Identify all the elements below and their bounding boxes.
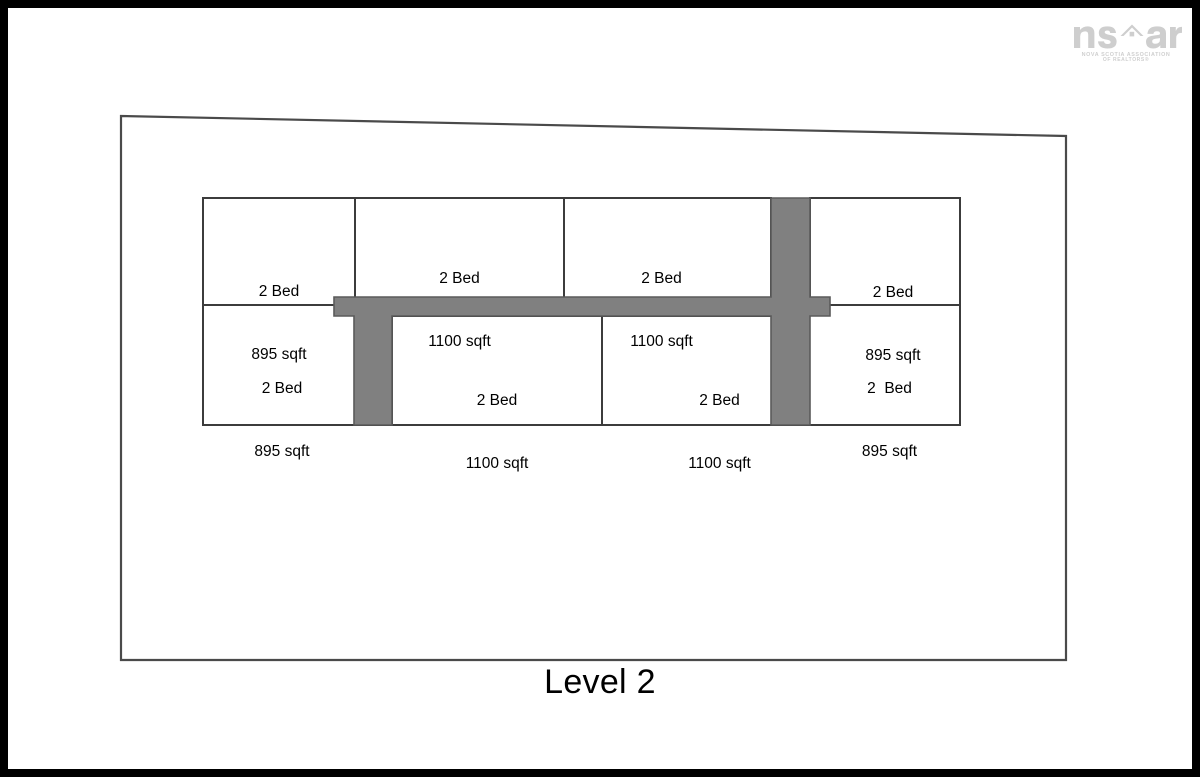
unit-bottom-2 bbox=[391, 315, 603, 426]
nsar-watermark-logo: NOVA SCOTIA ASSOCIATION OF REALTORS® bbox=[1070, 14, 1182, 70]
watermark-line-1: NOVA SCOTIA ASSOCIATION bbox=[1081, 52, 1171, 58]
unit-top-4 bbox=[809, 197, 961, 306]
unit-top-1 bbox=[202, 197, 356, 306]
unit-top-2 bbox=[354, 197, 565, 306]
nsar-logo-icon bbox=[1074, 24, 1182, 49]
plan-canvas: NOVA SCOTIA ASSOCIATION OF REALTORS® 2 B… bbox=[8, 8, 1192, 769]
level-caption: Level 2 bbox=[544, 663, 656, 701]
corridor-hallway bbox=[333, 197, 831, 426]
watermark-line-2: OF REALTORS® bbox=[1102, 57, 1150, 64]
floor-plan-drawing bbox=[119, 114, 1068, 662]
unit-bottom-4 bbox=[808, 304, 961, 426]
unit-top-3 bbox=[563, 197, 772, 306]
